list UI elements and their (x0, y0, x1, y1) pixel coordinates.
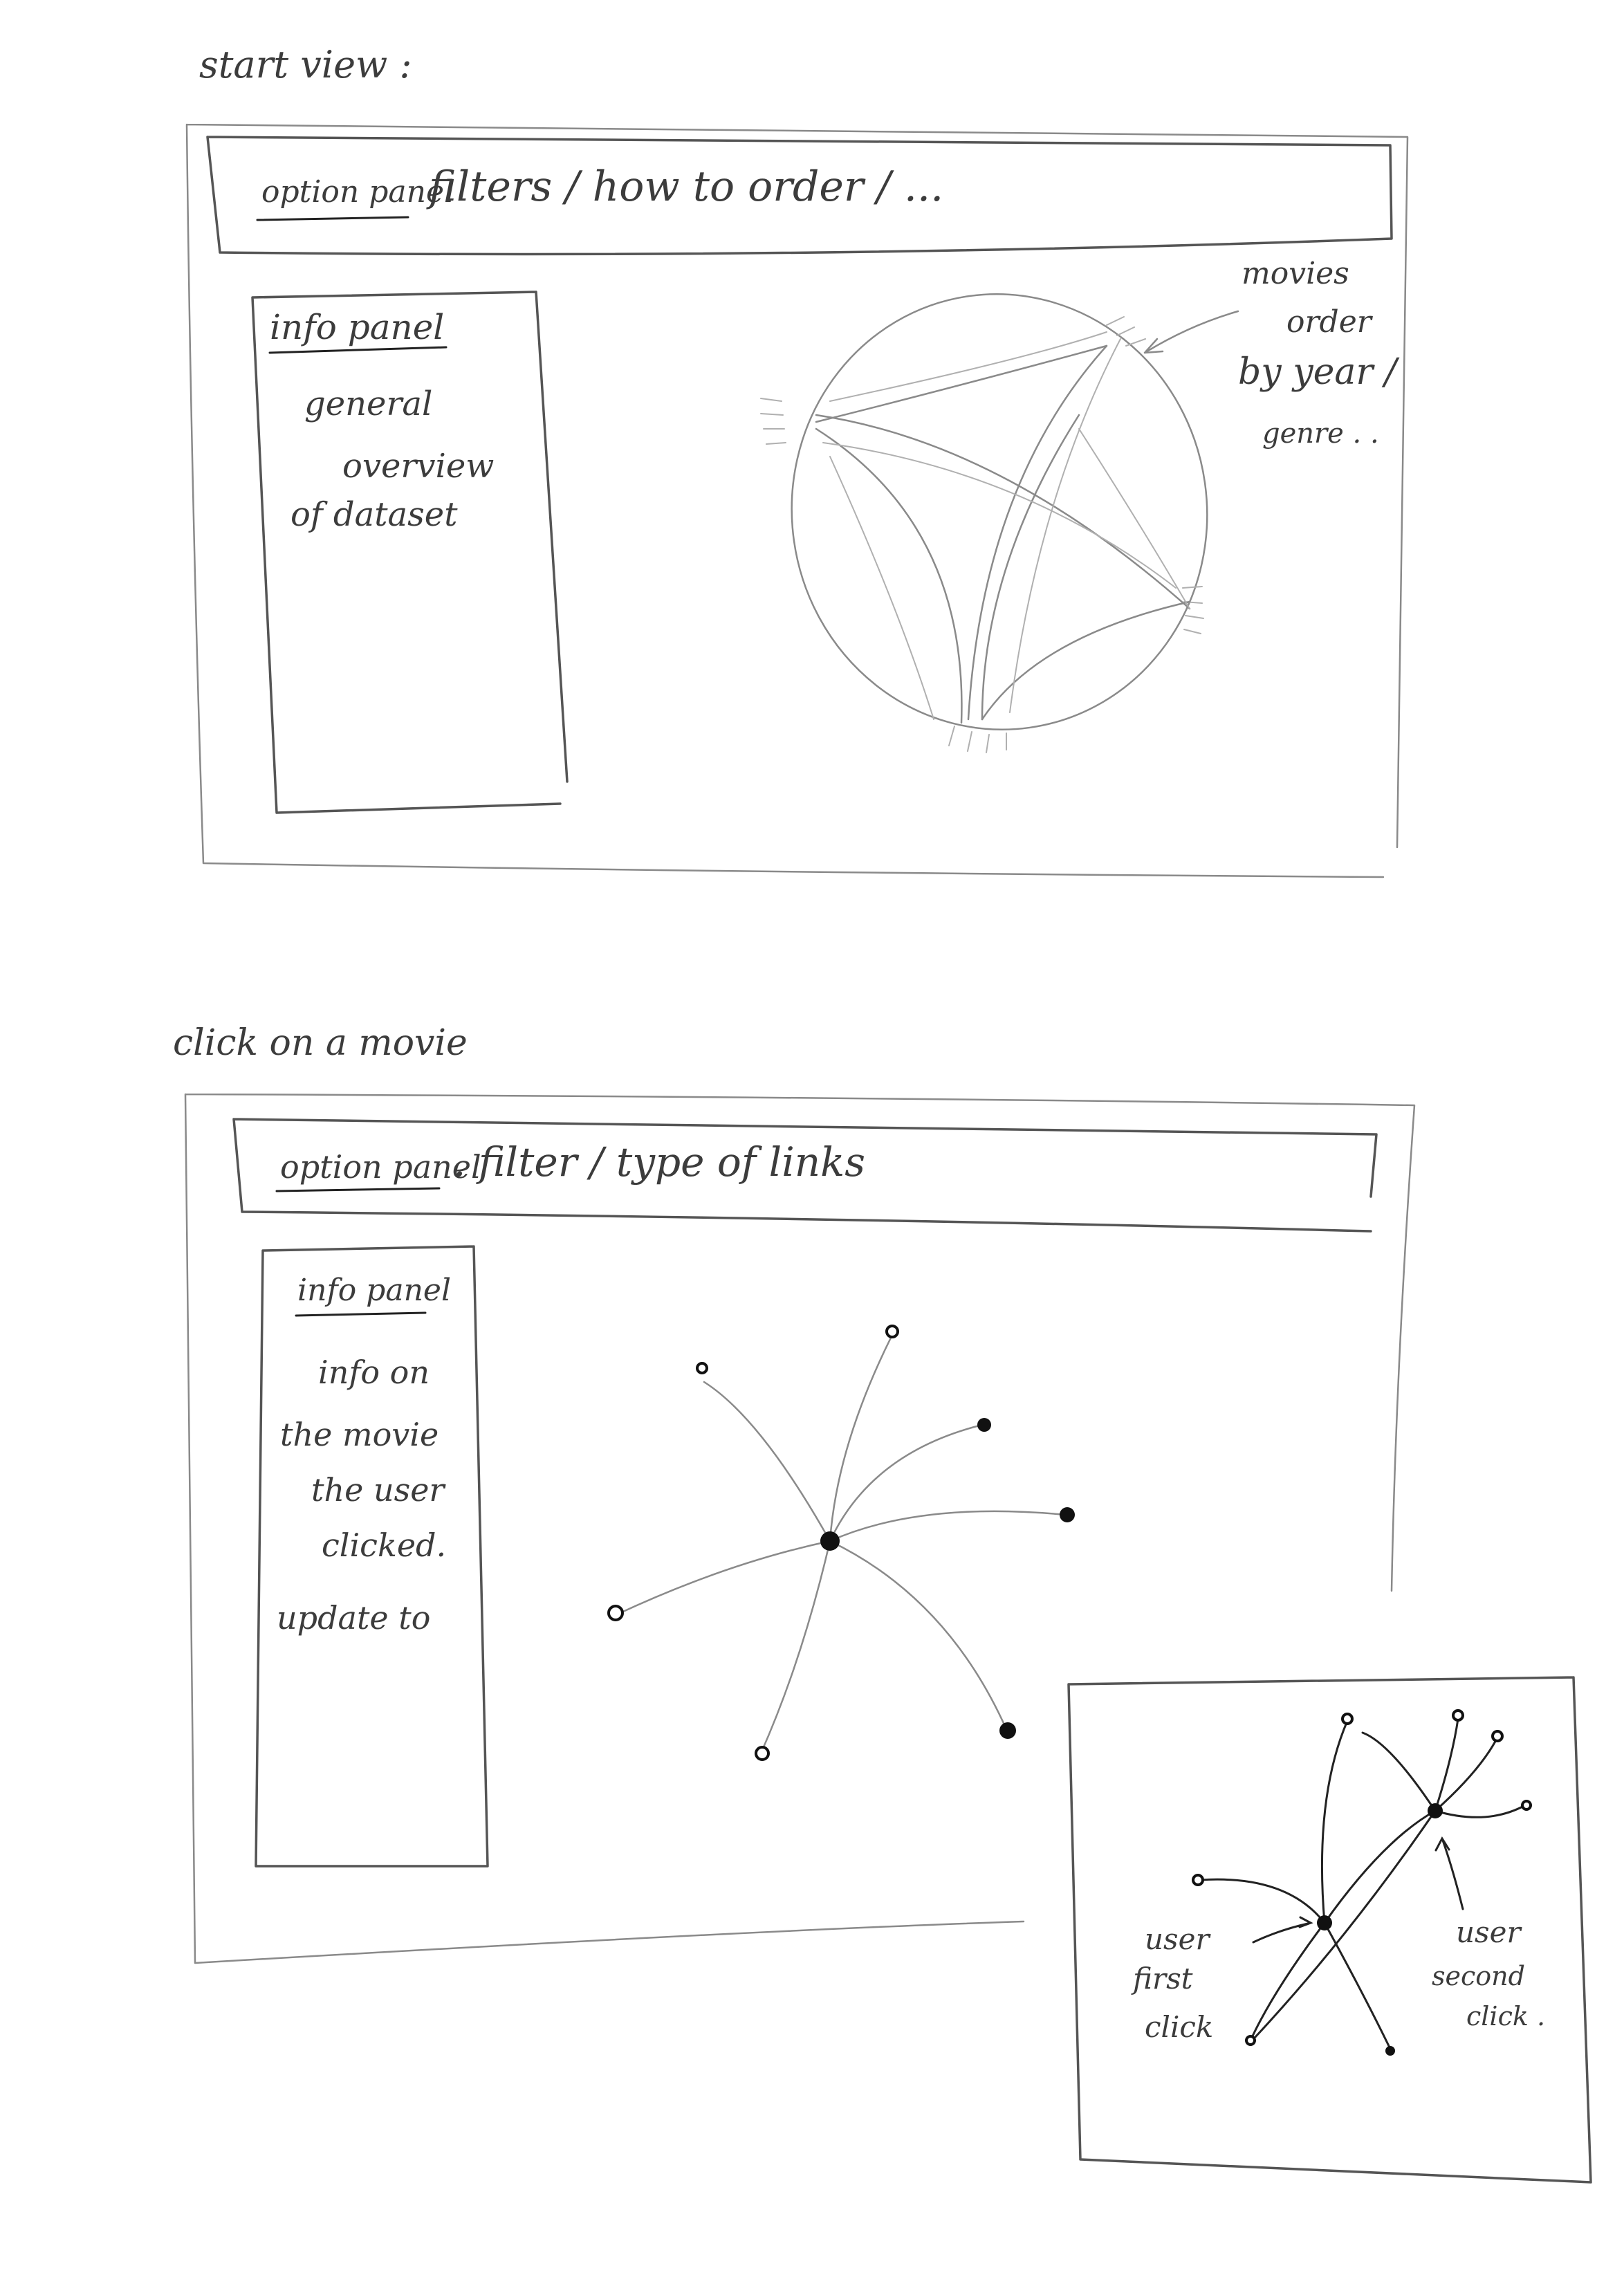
start-option-panel-underline (256, 216, 409, 221)
click-info-line-5: update to (277, 1599, 430, 1637)
click-option-panel-label: option panel (280, 1148, 481, 1186)
movie-star-graph[interactable] (607, 1325, 1075, 1761)
movie-node[interactable] (1491, 1730, 1504, 1742)
click-info-panel: info panel info on the movie the user cl… (255, 1245, 489, 1868)
svg-text:second: second (1432, 1961, 1525, 1991)
two-click-inset: user first click user second click . (1067, 1676, 1592, 2184)
click-info-line-1: info on (318, 1354, 430, 1391)
movie-node[interactable] (885, 1325, 899, 1338)
click-info-line-2: the movie (280, 1416, 439, 1453)
click-option-panel-text: . filter / type of links (453, 1139, 865, 1186)
movie-order-annotation: movies order by year / genre . . (1143, 256, 1400, 450)
movie-node[interactable] (1341, 1713, 1354, 1725)
click-info-panel-title: info panel (297, 1273, 451, 1308)
movie-node[interactable] (1452, 1709, 1464, 1722)
first-click-arrow-icon (1252, 1916, 1313, 1944)
start-info-line-2: overview (342, 447, 494, 486)
movie-node[interactable] (1385, 2046, 1395, 2056)
start-info-line-1: general (304, 385, 432, 423)
movie-node[interactable] (1245, 2035, 1256, 2046)
start-info-panel-title: info panel (270, 307, 444, 347)
movie-node[interactable] (999, 1722, 1016, 1739)
start-option-panel-text: filters / how to order / ... (426, 163, 943, 211)
movie-node[interactable] (1521, 1800, 1532, 1811)
start-info-panel-title-underline (268, 346, 447, 354)
movie-chord-diagram[interactable] (760, 267, 1235, 756)
svg-text:first: first (1131, 1962, 1193, 1995)
movie-node[interactable] (755, 1746, 770, 1761)
movie-node[interactable] (977, 1418, 991, 1432)
click-info-panel-title-underline (295, 1311, 427, 1317)
second-click-node[interactable] (1428, 1803, 1443, 1818)
click-info-line-4: clicked. (322, 1527, 446, 1564)
second-click-label: user second click . (1432, 1915, 1545, 2031)
start-option-panel-label: option panel (261, 174, 454, 210)
svg-text:click: click (1145, 2010, 1213, 2044)
first-click-label: user first click (1131, 1922, 1213, 2044)
svg-text:user: user (1456, 1915, 1522, 1949)
svg-text:by year /: by year / (1238, 351, 1400, 393)
annotation-arrow-icon (1143, 310, 1239, 354)
click-view-heading: click on a movie (173, 1022, 468, 1064)
start-view-frame (185, 123, 1409, 878)
svg-text:movies: movies (1242, 256, 1349, 291)
movie-node[interactable] (1192, 1874, 1204, 1886)
movie-node[interactable] (696, 1362, 708, 1374)
start-info-line-3: of dataset (290, 495, 458, 534)
start-view-heading: start view : (199, 43, 412, 86)
movie-node[interactable] (1060, 1507, 1075, 1522)
svg-text:genre . .: genre . . (1262, 418, 1379, 450)
start-option-panel[interactable]: option panel filters / how to order / ..… (206, 136, 1393, 256)
central-movie-node[interactable] (820, 1531, 840, 1551)
movie-node[interactable] (607, 1605, 624, 1621)
click-view-frame (184, 1093, 1416, 1964)
click-option-panel[interactable]: option panel . filter / type of links (232, 1118, 1378, 1233)
start-info-panel: info panel general overview of dataset (251, 291, 569, 814)
second-click-arrow-icon (1434, 1836, 1464, 1910)
first-click-node[interactable] (1317, 1915, 1332, 1930)
svg-text:order: order (1286, 304, 1374, 340)
click-info-line-3: the user (311, 1471, 446, 1509)
svg-text:user: user (1145, 1922, 1211, 1956)
svg-text:click .: click . (1466, 2001, 1545, 2031)
click-option-panel-underline (275, 1187, 441, 1192)
